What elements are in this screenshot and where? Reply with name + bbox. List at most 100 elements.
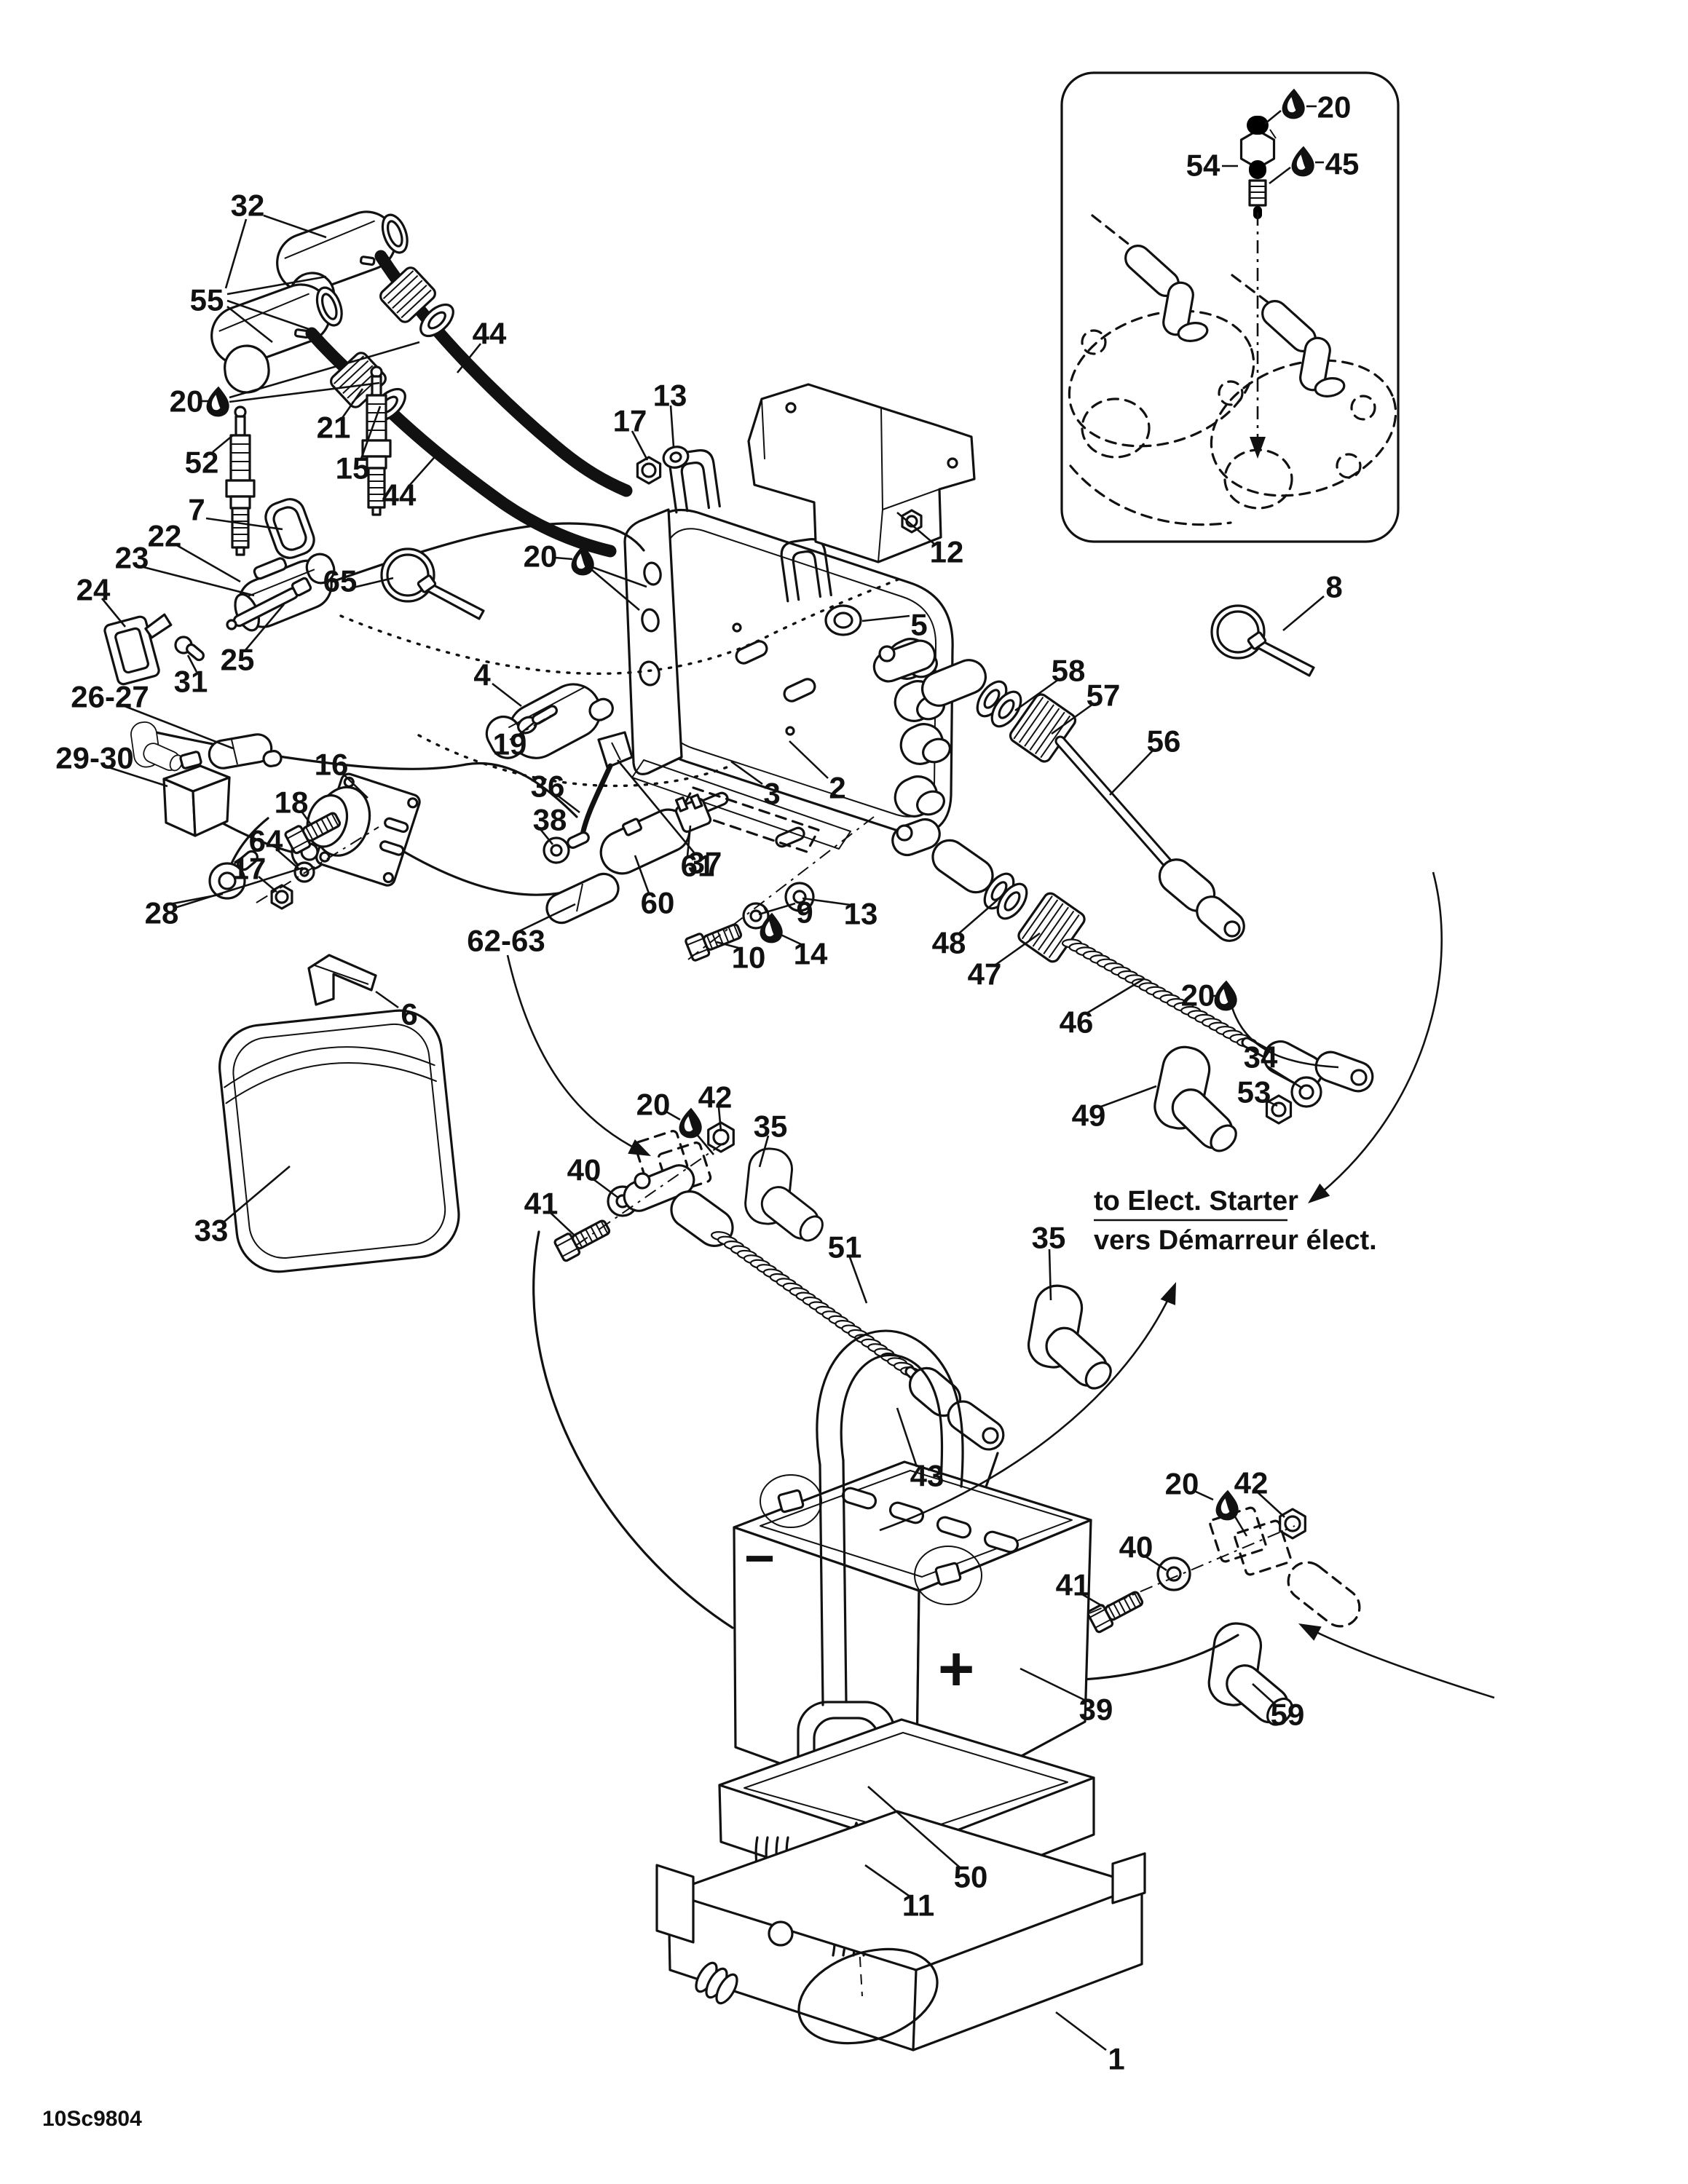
battery-cables	[532, 639, 1374, 1726]
droplet-icon	[679, 1107, 702, 1139]
part-label: 12	[930, 535, 964, 569]
ignition-group	[210, 210, 633, 558]
part-label: 3	[763, 777, 780, 811]
leader-line	[1055, 2011, 1107, 2052]
part-label: 42	[698, 1080, 733, 1115]
leader-line	[1264, 1099, 1278, 1107]
droplet-icon	[1215, 1489, 1239, 1521]
part-label: 40	[1119, 1530, 1153, 1564]
leader-line	[224, 1166, 291, 1222]
leader-line	[275, 848, 299, 869]
part-label: 20	[1165, 1467, 1199, 1501]
part-label: 20	[1317, 90, 1352, 124]
part-label: 17	[613, 404, 647, 438]
leader-line	[518, 721, 535, 736]
droplet-icon	[1282, 88, 1305, 119]
cable-tie-8	[1210, 604, 1315, 677]
part-label: 6	[401, 997, 417, 1032]
leader-line	[616, 759, 695, 853]
figure-code: 10Sc9804	[42, 2107, 142, 2131]
leader-line	[1282, 596, 1325, 631]
leader-line	[554, 556, 573, 561]
leader-line	[634, 855, 650, 894]
part-label: 19	[493, 727, 527, 761]
engine-inset	[1060, 71, 1400, 543]
leader-line	[591, 566, 647, 588]
part-label: 60	[641, 886, 675, 920]
leader-line	[1019, 1667, 1086, 1702]
ignition-coil-group	[485, 683, 815, 962]
part-label: 55	[190, 283, 224, 317]
leader-line	[205, 517, 283, 531]
leader-line	[758, 902, 796, 916]
leader-line	[341, 388, 364, 419]
arrowhead	[1250, 437, 1266, 459]
part-label: 16	[315, 748, 349, 782]
flow-arrows	[506, 213, 1495, 1699]
part-label: 48	[932, 926, 966, 960]
part-label: 17	[232, 852, 267, 886]
part-label: 35	[754, 1109, 788, 1144]
part-label: 49	[1072, 1099, 1106, 1133]
leader-line	[958, 899, 998, 934]
leader-line	[224, 218, 248, 289]
part-label: 40	[567, 1153, 602, 1187]
leader-line	[557, 794, 580, 814]
part-label: 18	[275, 786, 309, 820]
part-label: 20	[636, 1088, 671, 1122]
droplet-icon	[760, 912, 783, 943]
part-label: 25	[221, 643, 255, 677]
part-label: 43	[910, 1459, 944, 1493]
part-label: 52	[185, 446, 219, 480]
part-label: 13	[653, 379, 687, 413]
part-label: 13	[844, 897, 878, 931]
part-label: 58	[1052, 654, 1086, 688]
part-label: 59	[1271, 1698, 1305, 1732]
part-label: 54	[1186, 149, 1220, 183]
leader-line	[175, 543, 241, 583]
part-label: 44	[382, 478, 417, 513]
part-label: 57	[1086, 678, 1121, 713]
part-label: 39	[1079, 1693, 1113, 1727]
part-label: 5	[910, 608, 927, 642]
part-label: 15	[336, 451, 370, 486]
part-label: 33	[194, 1214, 229, 1248]
leader-line	[896, 1407, 918, 1468]
leader-line	[342, 772, 368, 799]
part-label: 31	[174, 665, 208, 699]
leader-line	[226, 275, 327, 296]
leader-line	[229, 381, 380, 403]
part-label: 62-63	[467, 924, 545, 958]
part-label: 20	[170, 384, 204, 419]
wiring-harness	[103, 498, 903, 900]
part-label: 21	[317, 411, 351, 445]
leader-line	[1086, 977, 1145, 1015]
starter-solenoid	[270, 772, 421, 910]
leader-line	[631, 430, 649, 461]
part-label: 36	[531, 769, 565, 804]
note-line-fr: vers Démarreur élect.	[1094, 1225, 1377, 1256]
temp-sensor	[1239, 129, 1277, 207]
leader-line	[1100, 1085, 1157, 1108]
leader-line	[245, 604, 285, 651]
droplet-icon	[206, 386, 229, 417]
battery-plus-sign: +	[938, 1634, 974, 1704]
leader-line	[591, 569, 640, 611]
part-label: 65	[323, 564, 358, 598]
leader-line	[802, 897, 851, 906]
cable-tie	[380, 547, 485, 620]
leader-line	[226, 299, 309, 331]
droplet-icon	[571, 545, 594, 576]
leader-line	[1252, 1683, 1277, 1706]
case-clip	[307, 954, 377, 1006]
leader-line	[686, 825, 692, 857]
leader-line	[492, 682, 522, 708]
part-label: 4	[473, 658, 491, 692]
leader-line	[120, 703, 234, 750]
base-tray	[655, 1810, 1146, 2052]
part-label: 50	[954, 1860, 988, 1894]
leader-line	[717, 1107, 722, 1132]
battery	[655, 1329, 1146, 2052]
part-label: 37	[688, 846, 722, 880]
